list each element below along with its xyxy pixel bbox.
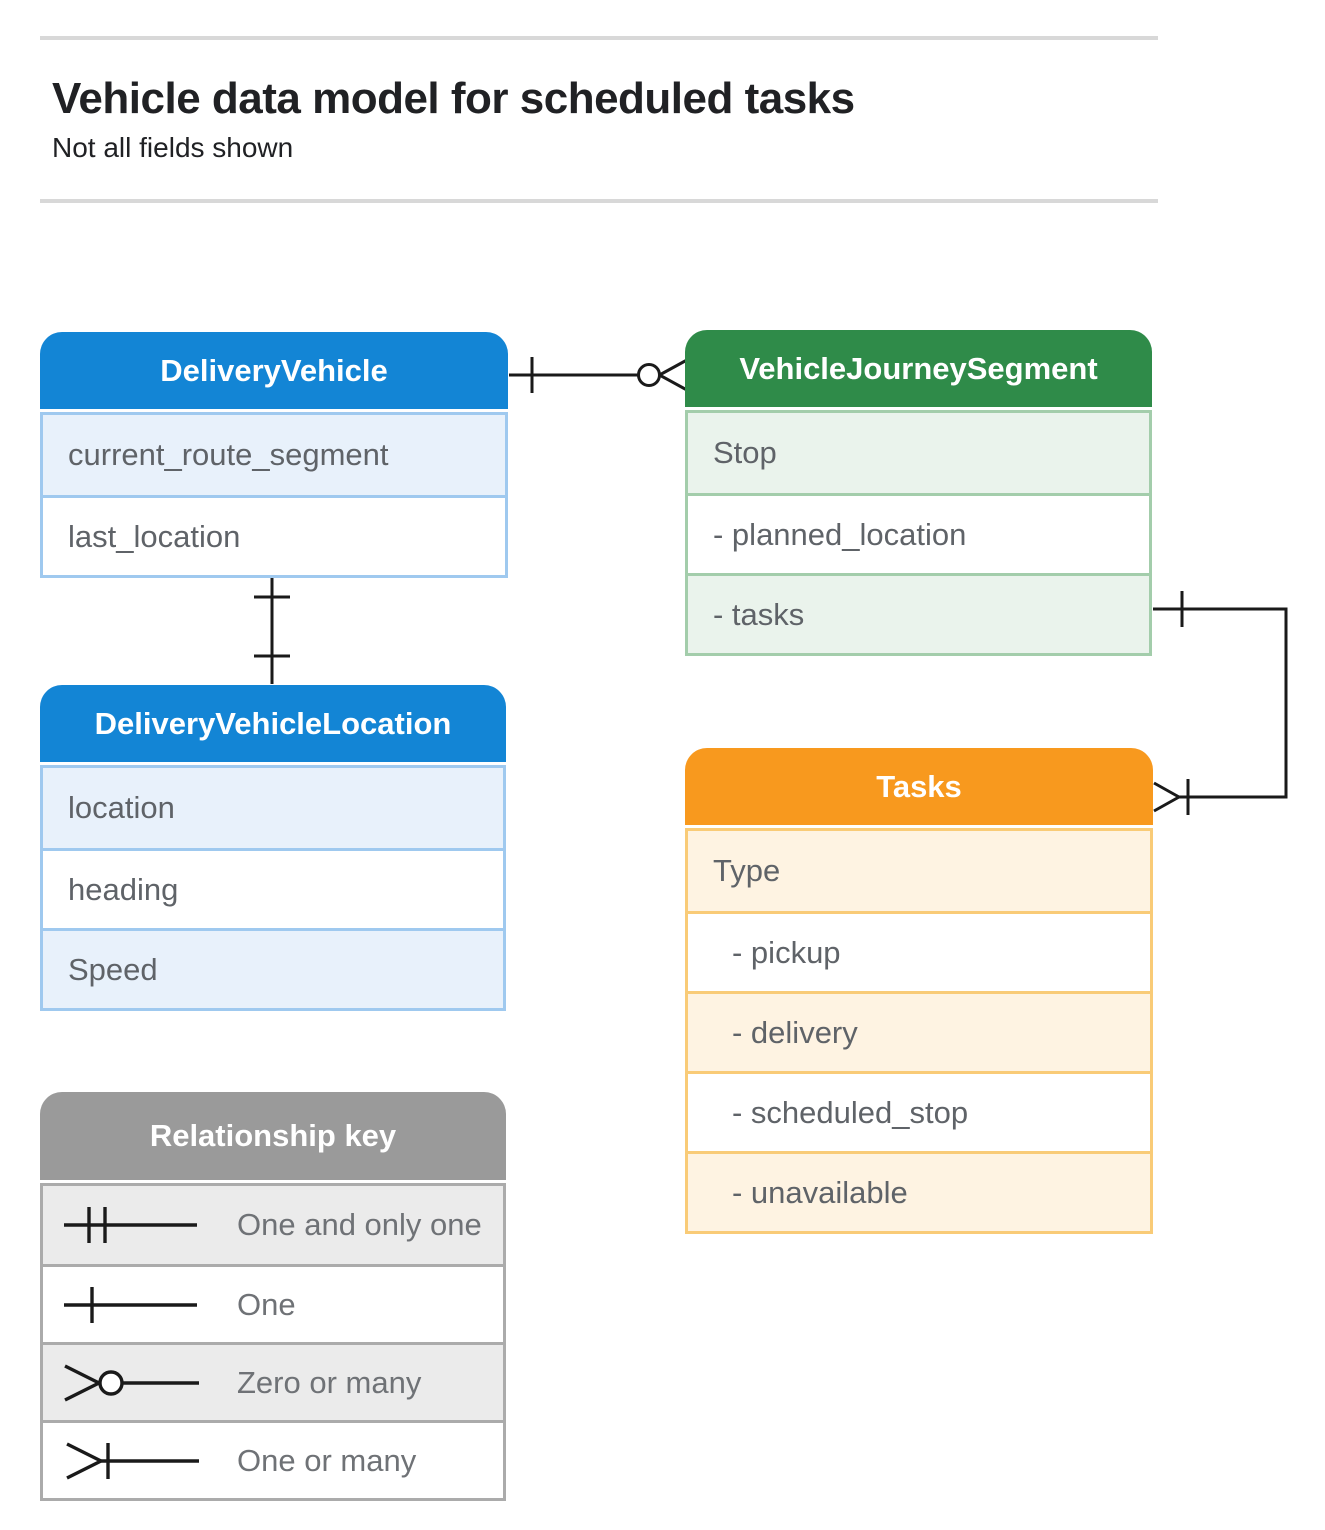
legend-label: One: [237, 1286, 296, 1322]
many-crowsfoot: [1153, 781, 1180, 813]
legend-label: One or many: [237, 1442, 417, 1478]
field-label: - scheduled_stop: [732, 1094, 969, 1130]
connector-deliveryvehicle-to-deliveryvehiclelocation: [254, 569, 290, 684]
entity-deliveryvehicle: DeliveryVehicle current_route_segment la…: [40, 332, 508, 578]
entity-vehiclejourneysegment: VehicleJourneySegment Stop - planned_loc…: [685, 330, 1152, 656]
entity-body-deliveryvehicle: current_route_segment last_location: [40, 412, 508, 578]
entity-body-vehiclejourneysegment: Stop - planned_location - tasks: [685, 410, 1152, 656]
page-subtitle: Not all fields shown: [52, 132, 294, 163]
entity-header-deliveryvehiclelocation: DeliveryVehicleLocation: [40, 685, 506, 762]
field-row-pickup: - pickup: [688, 911, 1150, 991]
many-crowsfoot: [658, 359, 687, 391]
one-symbol: [64, 1286, 197, 1323]
field-row-last-location: last_location: [43, 495, 505, 575]
field-row-planned-location: - planned_location: [688, 493, 1149, 573]
relationship-key-header: Relationship key: [40, 1092, 506, 1180]
one-or-many-symbol: [66, 1441, 199, 1480]
field-label: heading: [68, 871, 179, 907]
field-label: current_route_segment: [68, 437, 389, 472]
zero-circle: [637, 363, 661, 387]
entity-deliveryvehiclelocation: DeliveryVehicleLocation location heading…: [40, 685, 506, 1011]
field-label: - unavailable: [732, 1174, 908, 1210]
legend-label: One and only one: [237, 1207, 482, 1242]
connector-vehiclejourneysegment-tasks-to-tasks: [1153, 591, 1288, 815]
legend-row-one-or-many: One or many: [43, 1420, 503, 1498]
relationship-key-body: One and only one One Zero or many: [40, 1183, 506, 1501]
entity-header-vehiclejourneysegment: VehicleJourneySegment: [685, 330, 1152, 407]
field-row-unavailable: - unavailable: [688, 1151, 1150, 1231]
top-divider: [40, 36, 1158, 40]
one-and-only-one-symbol: [64, 1207, 197, 1243]
entity-tasks: Tasks Type - pickup - delivery - schedul…: [685, 748, 1153, 1234]
field-label: Type: [713, 853, 781, 888]
field-row-speed: Speed: [43, 928, 503, 1008]
field-row-delivery: - delivery: [688, 991, 1150, 1071]
entity-body-deliveryvehiclelocation: location heading Speed: [40, 765, 506, 1011]
entity-header-tasks: Tasks: [685, 748, 1153, 825]
field-row-current-route-segment: current_route_segment: [43, 415, 505, 495]
field-label: Stop: [713, 435, 777, 470]
field-label: - planned_location: [713, 516, 967, 552]
field-label: - pickup: [732, 934, 841, 970]
field-row-location: location: [43, 768, 503, 848]
field-label: - delivery: [732, 1014, 858, 1050]
zero-or-many-symbol: [64, 1363, 199, 1402]
title-bottom-divider: [40, 199, 1158, 203]
field-label: Speed: [68, 951, 158, 987]
relationship-key: Relationship key One and only one One: [40, 1092, 506, 1501]
legend-label: Zero or many: [237, 1364, 422, 1400]
entity-header-deliveryvehicle: DeliveryVehicle: [40, 332, 508, 409]
field-row-heading: heading: [43, 848, 503, 928]
connector-deliveryvehicle-to-vehiclejourneysegment: [509, 357, 687, 393]
field-row-scheduled-stop: - scheduled_stop: [688, 1071, 1150, 1151]
field-row-stop: Stop: [688, 413, 1149, 493]
field-label: - tasks: [713, 596, 805, 632]
field-label: location: [68, 790, 175, 825]
entity-body-tasks: Type - pickup - delivery - scheduled_sto…: [685, 828, 1153, 1234]
field-label: last_location: [68, 518, 241, 554]
legend-row-one: One: [43, 1264, 503, 1342]
field-row-type: Type: [688, 831, 1150, 911]
legend-row-one-and-only-one: One and only one: [43, 1186, 503, 1264]
field-row-tasks: - tasks: [688, 573, 1149, 653]
page-title: Vehicle data model for scheduled tasks: [52, 74, 855, 123]
legend-row-zero-or-many: Zero or many: [43, 1342, 503, 1420]
